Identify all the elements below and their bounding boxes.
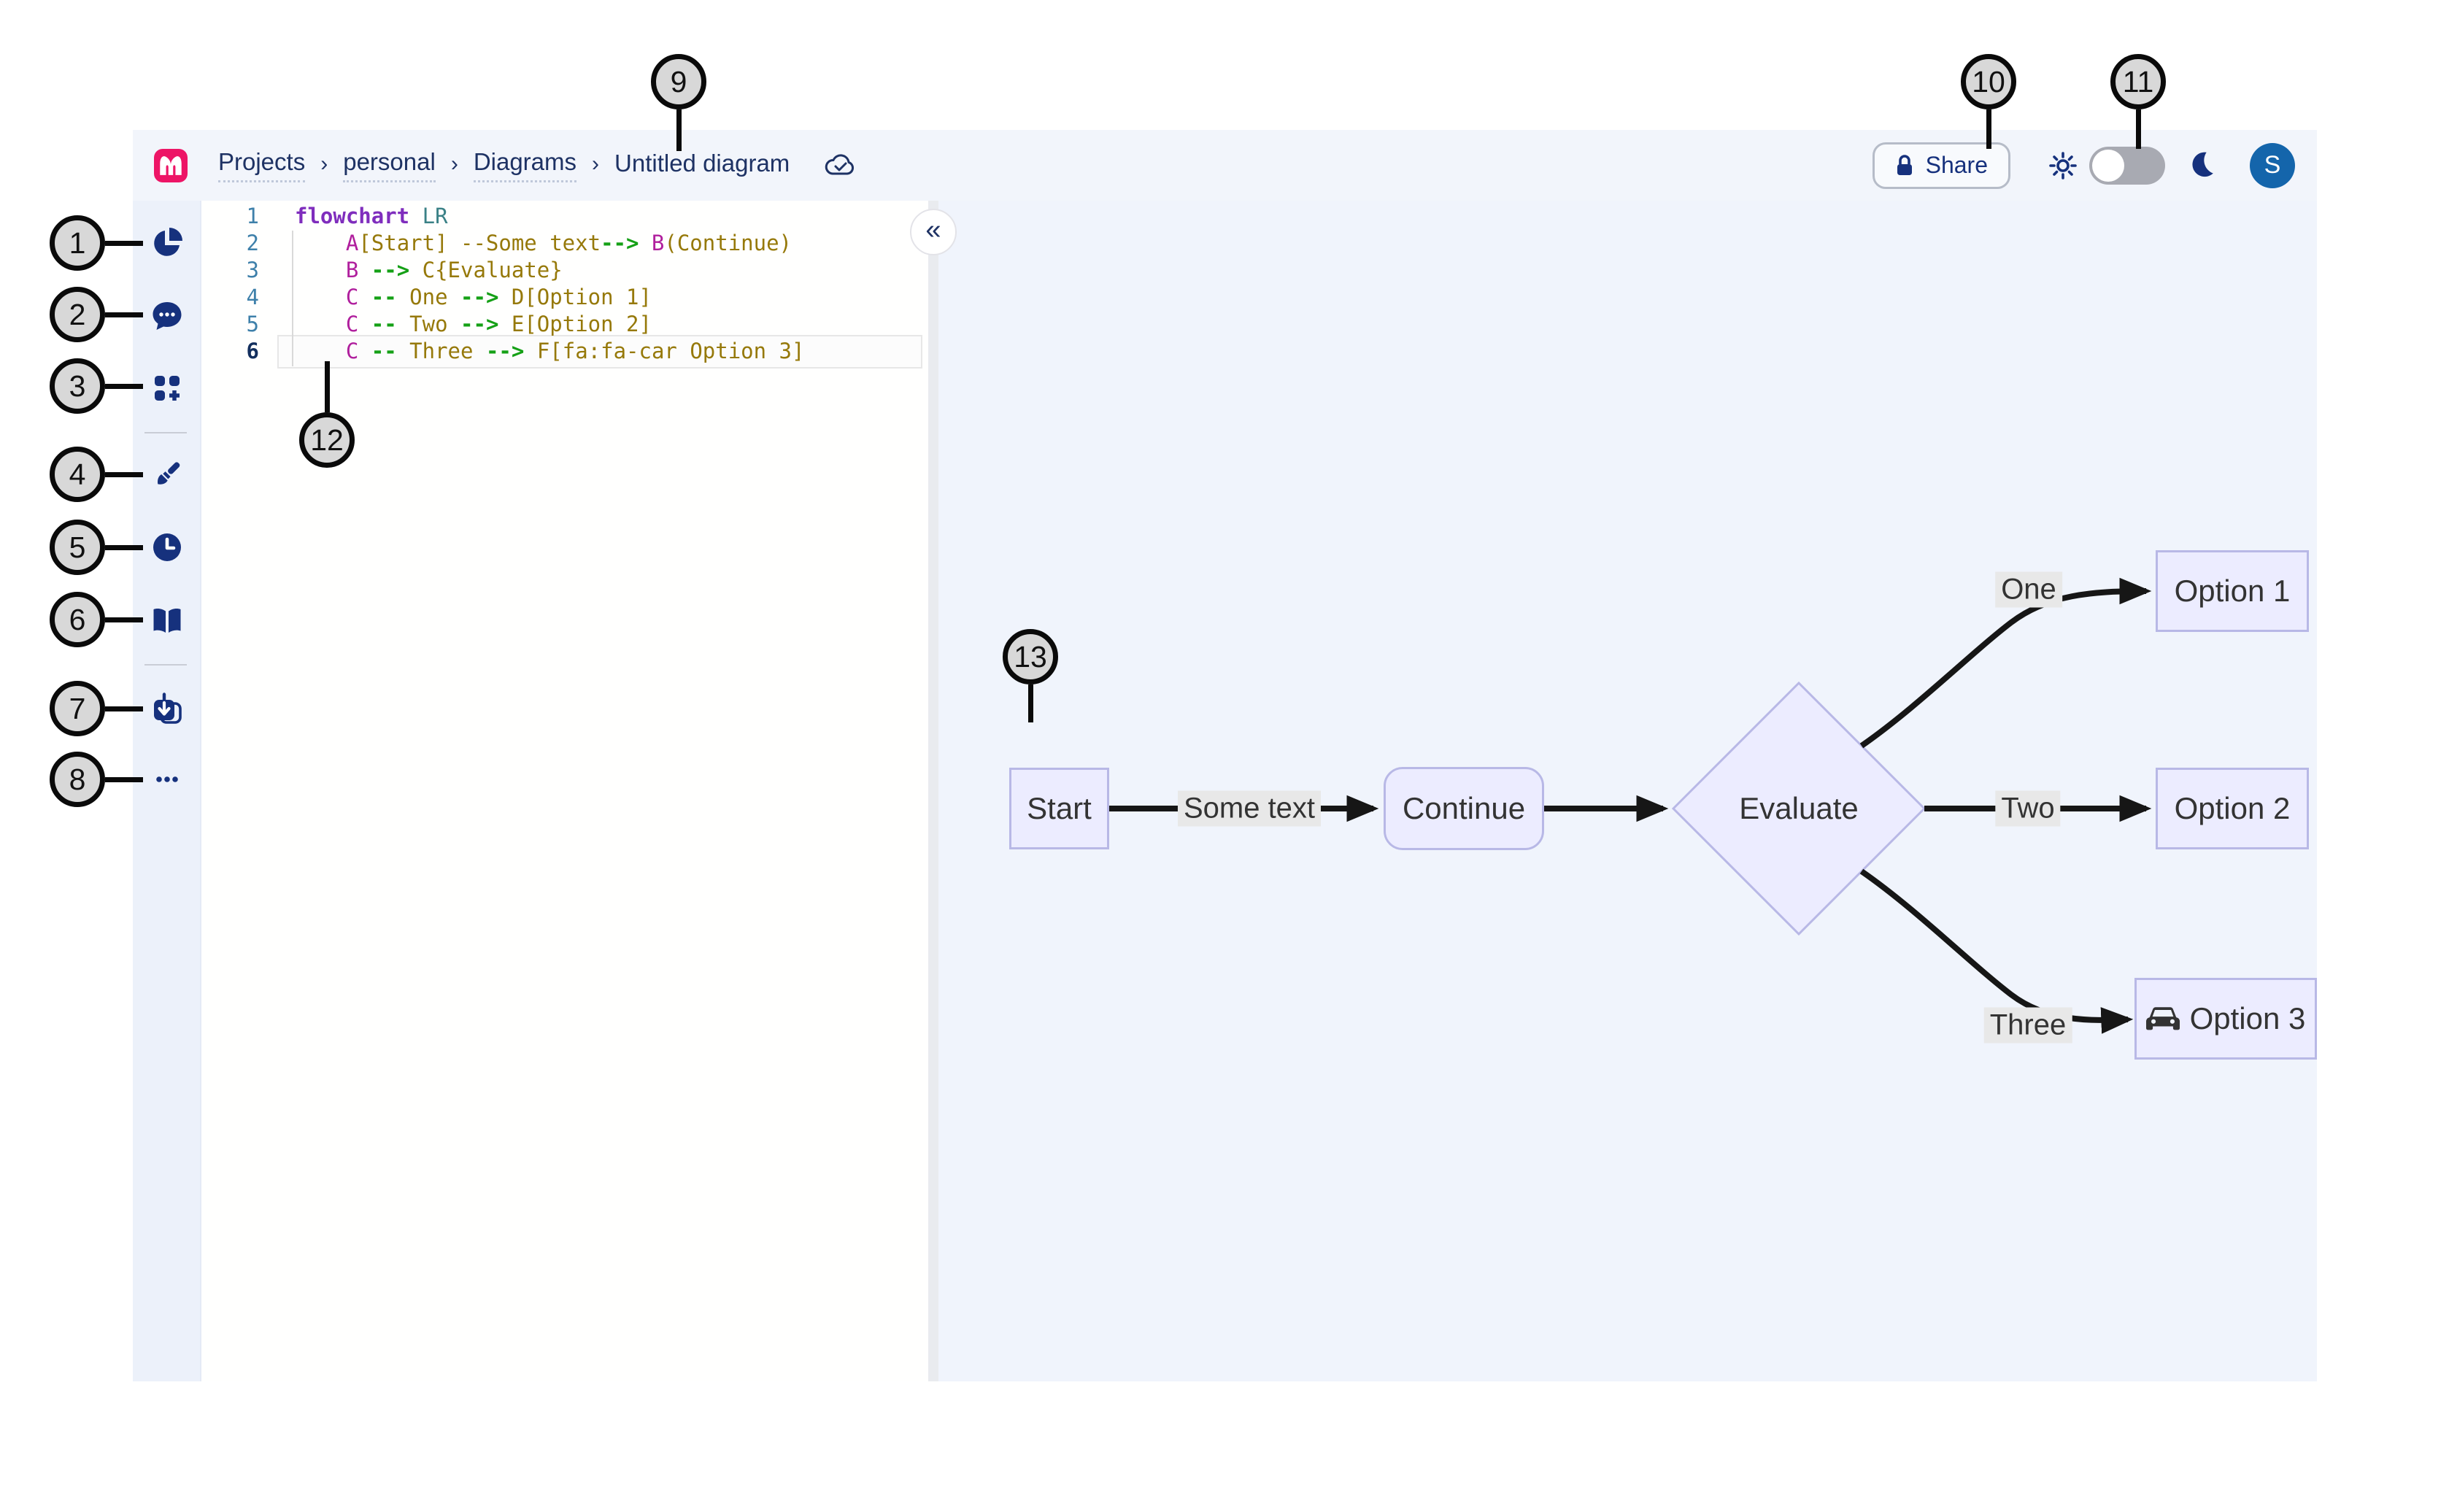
collapse-chevrons-icon: « — [925, 214, 941, 245]
sidebar-item-comments[interactable] — [150, 298, 185, 333]
active-line-highlight — [277, 335, 922, 369]
callout-line-13 — [1028, 684, 1033, 722]
callout-2: 2 — [50, 287, 105, 342]
edge-label-one: One — [1995, 571, 2062, 608]
paintbrush-icon — [158, 462, 180, 485]
callout-11: 11 — [2110, 54, 2166, 109]
more-ellipsis-icon — [156, 776, 178, 782]
callout-3: 3 — [50, 358, 105, 414]
app-header: Projects › personal › Diagrams › Untitle… — [133, 130, 2317, 201]
callout-8: 8 — [50, 752, 105, 807]
callout-line-11 — [2136, 109, 2141, 149]
callout-line-10 — [1986, 109, 1991, 149]
sidebar-item-templates[interactable] — [150, 371, 185, 406]
callout-line-3 — [105, 384, 143, 389]
callout-line-9 — [676, 109, 682, 151]
breadcrumb-projects[interactable]: Projects — [218, 148, 306, 182]
callout-7: 7 — [50, 681, 105, 736]
sidebar-item-history[interactable] — [150, 530, 185, 565]
car-icon — [2145, 1007, 2180, 1030]
indent-guide — [292, 231, 293, 366]
theme-toggle-knob[interactable] — [2092, 149, 2124, 182]
sidebar-item-theme-design[interactable] — [150, 457, 185, 492]
callout-line-12 — [325, 361, 330, 412]
callout-9: 9 — [651, 54, 706, 109]
code-editor[interactable]: 1 flowchart LR 2 A[Start] --Some text-->… — [201, 201, 928, 1381]
callout-6: 6 — [50, 592, 105, 647]
code-line: 5 C -- Two --> E[Option 2] — [201, 311, 928, 338]
share-button[interactable]: Share — [1872, 142, 2010, 189]
callout-5: 5 — [50, 520, 105, 575]
code-line: 4 C -- One --> D[Option 1] — [201, 284, 928, 311]
node-option2: Option 2 — [2156, 768, 2309, 849]
breadcrumb-personal[interactable]: personal — [343, 148, 436, 182]
node-option1: Option 1 — [2156, 550, 2309, 632]
line-number: 2 — [246, 231, 259, 255]
callout-line-5 — [105, 545, 143, 550]
user-avatar[interactable]: S — [2250, 142, 2295, 188]
callout-line-1 — [105, 241, 143, 246]
edge-label-some-text: Some text — [1177, 790, 1322, 827]
code-line: 2 A[Start] --Some text--> B(Continue) — [201, 230, 928, 257]
node-evaluate-label: Evaluate — [1739, 791, 1859, 825]
share-label: Share — [1925, 152, 1988, 178]
sidebar-item-more[interactable] — [150, 762, 185, 797]
edge-label-three: Three — [1983, 1007, 2072, 1044]
cloud-saved-icon — [825, 153, 855, 174]
sidebar-divider — [144, 432, 187, 433]
callout-line-6 — [105, 617, 143, 622]
dark-mode-moon-icon — [2192, 152, 2213, 177]
node-start: Start — [1009, 768, 1109, 849]
line-number: 4 — [246, 285, 259, 309]
callout-10: 10 — [1961, 54, 2016, 109]
code-line-active: 6 C -- Three --> F[fa:fa-car Option 3] — [201, 338, 928, 365]
mermaid-chart-logo-icon[interactable] — [154, 148, 188, 182]
callout-line-8 — [105, 777, 143, 782]
callout-12: 12 — [299, 412, 355, 468]
line-number: 6 — [246, 339, 259, 363]
breadcrumb: Projects › personal › Diagrams › Untitle… — [218, 148, 857, 182]
line-number: 5 — [246, 312, 259, 336]
edge-evaluate-option1 — [1859, 577, 2152, 749]
collapse-editor-button[interactable]: « — [910, 209, 957, 255]
sidebar-item-diagram[interactable] — [150, 225, 185, 261]
callout-line-4 — [105, 472, 143, 477]
history-clock-icon — [153, 533, 181, 561]
sidebar-item-export[interactable] — [150, 692, 185, 727]
pie-chart-icon — [154, 228, 182, 256]
open-book-icon — [153, 609, 181, 633]
theme-toggle[interactable] — [2089, 146, 2165, 185]
node-continue: Continue — [1384, 767, 1544, 850]
node-option3: Option 3 — [2134, 978, 2317, 1060]
code-lines: 1 flowchart LR 2 A[Start] --Some text-->… — [201, 203, 928, 365]
code-line: 3 B --> C{Evaluate} — [201, 257, 928, 284]
flowchart-edges — [1109, 577, 2152, 1034]
breadcrumb-diagram-title[interactable]: Untitled diagram — [614, 149, 790, 177]
lock-icon — [1897, 154, 1912, 175]
sidebar-divider — [144, 664, 187, 666]
callout-1: 1 — [50, 215, 105, 271]
breadcrumb-separator: › — [450, 151, 458, 176]
light-mode-sun-icon — [2049, 151, 2077, 180]
chat-bubble-icon — [153, 302, 182, 330]
breadcrumb-diagrams[interactable]: Diagrams — [473, 148, 577, 182]
sidebar-item-docs[interactable] — [150, 603, 185, 638]
breadcrumb-separator: › — [592, 151, 600, 176]
grid-plus-icon — [155, 376, 180, 401]
callout-line-2 — [105, 312, 143, 317]
header-actions: Share S — [1872, 142, 2295, 189]
edge-label-two: Two — [1995, 790, 2061, 827]
breadcrumb-separator: › — [320, 151, 328, 176]
line-number: 1 — [246, 204, 259, 228]
callout-13: 13 — [1003, 629, 1058, 684]
edge-evaluate-option3 — [1859, 868, 2134, 1034]
callout-4: 4 — [50, 447, 105, 502]
pane-divider[interactable] — [928, 201, 938, 1381]
diagram-canvas[interactable]: Some text One Two Three Start Continue E… — [938, 201, 2317, 1381]
code-line: 1 flowchart LR — [201, 203, 928, 230]
line-number: 3 — [246, 258, 259, 282]
callout-line-7 — [105, 706, 143, 711]
activity-sidebar — [133, 201, 201, 1381]
download-export-icon — [154, 693, 182, 724]
